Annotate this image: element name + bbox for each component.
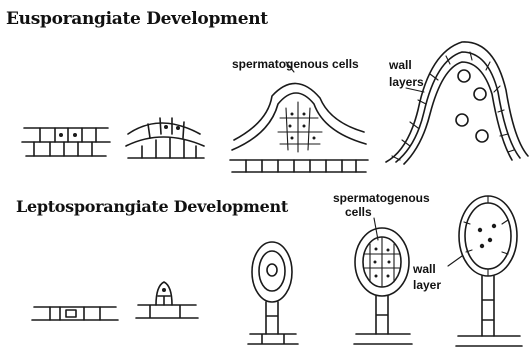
eu-stage-4 xyxy=(386,42,528,164)
eu-stage-2 xyxy=(126,118,204,158)
eu-stage-1 xyxy=(22,128,110,156)
lepto-stage-3 xyxy=(248,242,298,344)
lepto-stage-4 xyxy=(354,218,412,344)
eu-stage-3 xyxy=(230,62,368,172)
lepto-stage-2 xyxy=(136,282,198,318)
lepto-stage-1 xyxy=(32,307,118,320)
lepto-stage-5 xyxy=(448,196,522,346)
